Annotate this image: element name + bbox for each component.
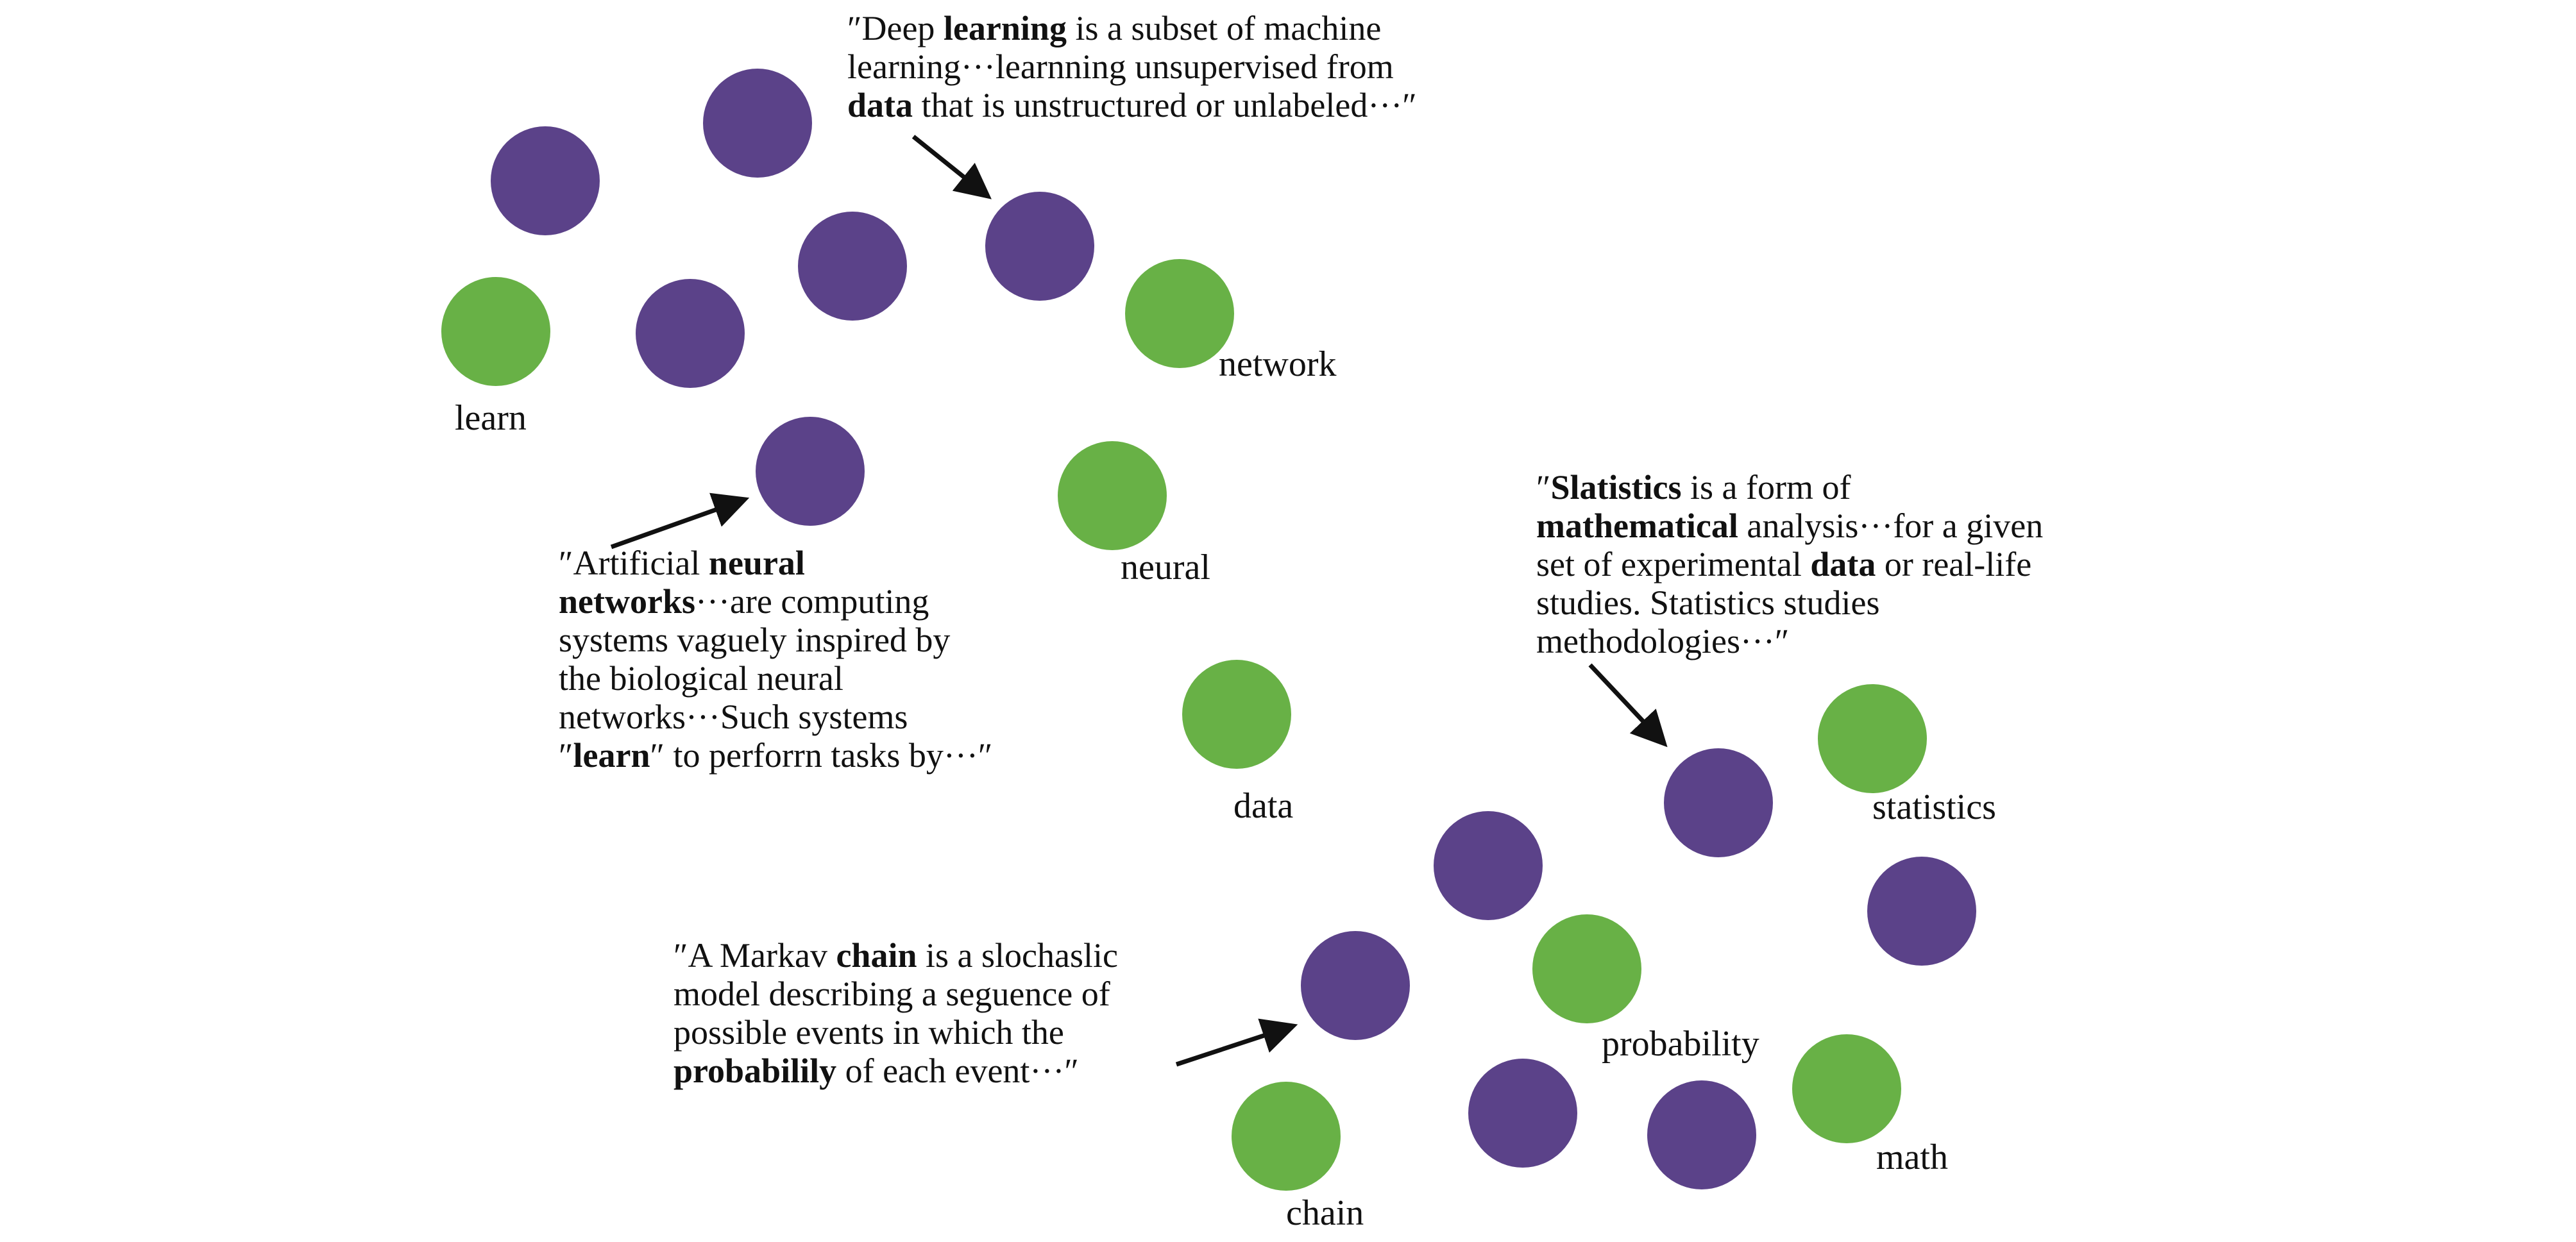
quote-line: networks···Such systems — [559, 698, 992, 736]
label-network: network — [1219, 344, 1337, 384]
quote-line: the biological neural — [559, 659, 992, 698]
topic-node — [1434, 811, 1543, 920]
keyword-node-probability — [1532, 914, 1641, 1023]
topic-node-statistics — [1664, 748, 1773, 857]
arrow-markov-chain — [1175, 1018, 1298, 1067]
quote-text: possible events in which the — [674, 1013, 1064, 1052]
quote-text: learning···learnning unsupervised from — [847, 47, 1394, 86]
quote-keyword: data — [847, 86, 913, 124]
quote-text: is a slochaslic — [917, 936, 1118, 975]
arrow-deep-learning — [911, 135, 992, 199]
quote-text: analysis···for a given — [1738, 507, 2044, 545]
topic-node — [1867, 857, 1976, 966]
quote-line: studies. Statistics studies — [1536, 583, 2043, 622]
quote-text: set of experimental — [1536, 545, 1811, 583]
quote-line: possible events in which the — [674, 1013, 1118, 1052]
quote-line: mathematical analysis···for a given — [1536, 507, 2043, 545]
keyword-node-math — [1792, 1034, 1901, 1143]
label-chain: chain — [1286, 1193, 1364, 1233]
keyword-node-chain — [1232, 1082, 1341, 1191]
topic-node — [1468, 1059, 1577, 1168]
keyword-node-learn — [441, 277, 550, 386]
label-learn: learn — [455, 398, 527, 438]
label-probability: probability — [1602, 1024, 1759, 1064]
quote-text: is a form of — [1681, 468, 1851, 507]
label-math: math — [1876, 1137, 1948, 1177]
quote-text: is a subset of machine — [1066, 9, 1382, 47]
keyword-node-neural — [1058, 441, 1167, 550]
quote-keyword: chain — [836, 936, 917, 975]
topic-node — [798, 212, 907, 321]
arrow-neural-networks — [610, 492, 750, 550]
quote-line: networks···are computing — [559, 582, 992, 621]
label-data: data — [1233, 786, 1294, 826]
quote-keyword: learn — [573, 736, 650, 775]
label-statistics: statistics — [1872, 787, 1996, 827]
quote-text: model describing a seguence of — [674, 975, 1110, 1013]
quote-line: methodologies···″ — [1536, 622, 2043, 660]
quote-text: that is unstructured or unlabeled···″ — [913, 86, 1417, 124]
topic-node — [703, 69, 812, 178]
topic-node — [1647, 1080, 1756, 1189]
quote-text: ″ — [559, 736, 573, 775]
quote-line: ″Artificial neural — [559, 544, 992, 582]
quote-text: studies. Statistics studies — [1536, 583, 1880, 622]
quote-line: ″learn″ to perforrn tasks by···″ — [559, 736, 992, 775]
quote-line: data that is unstructured or unlabeled··… — [847, 86, 1417, 124]
quote-line: systems vaguely inspired by — [559, 621, 992, 659]
topic-node — [636, 279, 745, 388]
quote-text: ″ — [1536, 468, 1551, 507]
quote-keyword: networks — [559, 582, 695, 621]
quote-text: of each event···″ — [836, 1052, 1079, 1090]
topic-node-neural-networks — [756, 417, 865, 526]
quote-text: ···are computing — [695, 582, 929, 621]
keyword-node-data — [1182, 660, 1291, 769]
quote-line: ″A Markav chain is a slochaslic — [674, 936, 1118, 975]
quote-keyword: learning — [943, 9, 1067, 47]
topic-node-deep-learning — [985, 192, 1094, 301]
quote-keyword: Slatistics — [1550, 468, 1682, 507]
quote-text: ″ to perforrn tasks by···″ — [650, 736, 993, 775]
quote-line: ″Slatistics is a form of — [1536, 468, 2043, 507]
topic-node-markov-chain — [1301, 931, 1410, 1040]
quote-text: ″Deep — [847, 9, 944, 47]
label-neural: neural — [1121, 548, 1210, 587]
quote-line: model describing a seguence of — [674, 975, 1118, 1013]
quote-line: learning···learnning unsupervised from — [847, 47, 1417, 86]
topic-node — [491, 126, 600, 235]
quote-keyword: mathematical — [1536, 507, 1738, 545]
quote-line: probabilily of each event···″ — [674, 1052, 1118, 1090]
quote-text: ″Artificial — [559, 544, 709, 582]
quote-line: set of experimental data or real-life — [1536, 545, 2043, 583]
quote-text: ″A Markav — [674, 936, 836, 975]
quote-keyword: neural — [708, 544, 805, 582]
quote-text: networks···Such systems — [559, 698, 908, 736]
quote-keyword: probabilily — [674, 1052, 837, 1090]
quote-text: methodologies···″ — [1536, 622, 1790, 660]
quote-text: the biological neural — [559, 659, 843, 698]
keyword-node-network — [1125, 259, 1234, 368]
quote-text: or real-life — [1876, 545, 2032, 583]
arrow-statistics — [1588, 663, 1668, 748]
keyword-node-statistics — [1818, 684, 1927, 793]
quote-keyword: data — [1810, 545, 1876, 583]
quote-text: systems vaguely inspired by — [559, 621, 951, 659]
quote-line: ″Deep learning is a subset of machine — [847, 9, 1417, 47]
